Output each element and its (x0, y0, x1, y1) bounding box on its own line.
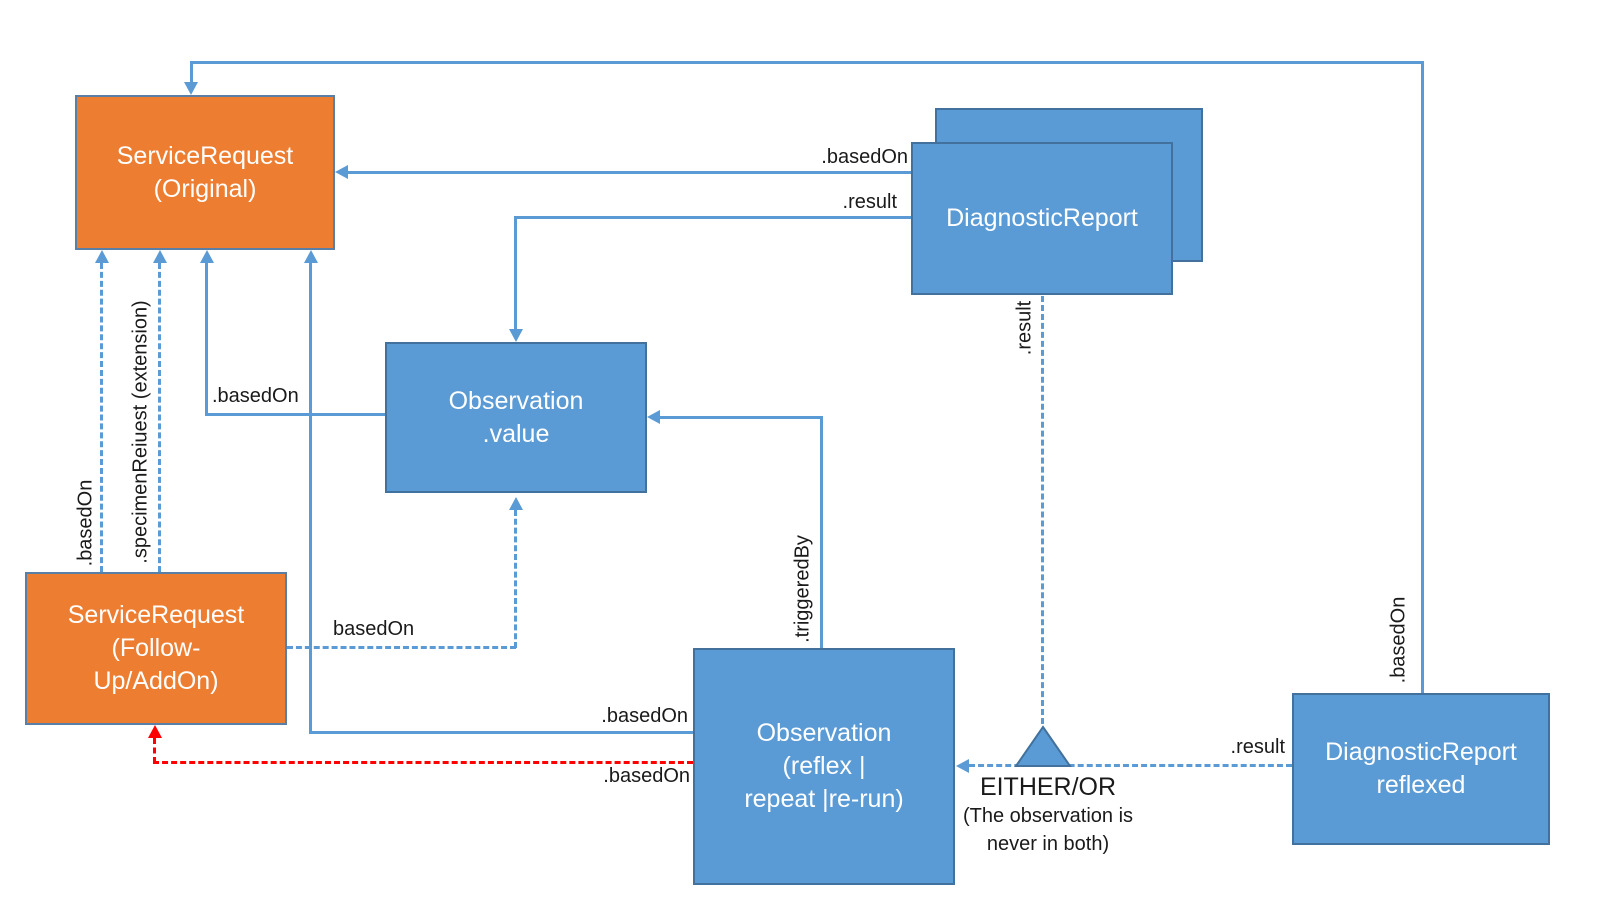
edge-label-basedon: basedOn (333, 618, 415, 640)
node-label: (reflex | (782, 752, 866, 780)
node-label: Observation (448, 386, 584, 415)
node-observation-value: Observation .value (385, 342, 647, 493)
arrowhead-obsvalue-into-original-bottom (200, 250, 214, 263)
node-diagnosticreport-reflexed: DiagnosticReport reflexed (1292, 693, 1550, 845)
node-observation-reflex: Observation (reflex | repeat |re-run) (693, 648, 955, 885)
either-or-title: EITHER/OR (979, 773, 1117, 801)
node-label: ServiceRequest (67, 601, 245, 629)
connector-followup-obsvalue-vertical (514, 510, 517, 648)
edge-label-basedon: .basedOn (212, 385, 299, 407)
arrowhead-red-into-followup-bottom (148, 725, 162, 738)
node-label: .value (482, 419, 550, 448)
connector-dr-result-horizontal (514, 216, 911, 219)
node-label: ServiceRequest (116, 141, 294, 170)
connector-obsvalue-basedon-vertical (205, 262, 208, 416)
edge-label-specimenrequest-vertical: .specimenReiuest (extension) (129, 300, 152, 564)
node-label: DiagnosticReport (946, 204, 1138, 232)
connector-reflexed-to-original-vertical (1421, 61, 1424, 693)
edge-label-result-vertical: .result (1013, 300, 1036, 356)
connector-dr-basedon (348, 171, 911, 174)
either-or-note-line2: never in both) (986, 833, 1110, 855)
edge-label-basedon-vertical-right: .basedOn (1387, 596, 1410, 684)
either-or-note-line1: (The observation is (962, 805, 1134, 827)
node-label: repeat |re-run) (744, 785, 904, 813)
edge-label-basedon: .basedOn (601, 705, 688, 727)
connector-obsvalue-basedon-horizontal (205, 413, 385, 416)
arrowhead-into-original-right (335, 165, 348, 179)
arrowhead-obsreflex-into-original-bottom (304, 250, 318, 263)
node-label: (Follow- (111, 634, 201, 662)
node-label: (Original) (153, 174, 257, 203)
node-label: Up/AddOn) (93, 667, 219, 695)
node-label: reflexed (1376, 771, 1466, 799)
arrowhead-into-obsreflex-right (956, 759, 969, 773)
node-servicerequest-original: ServiceRequest (Original) (75, 95, 335, 250)
connector-triggeredby-vertical (820, 416, 823, 648)
connector-obsreflex-basedon-vertical (309, 262, 312, 734)
connector-followup-obsvalue-horizontal (287, 646, 516, 649)
arrowhead-into-obsvalue-top (509, 329, 523, 342)
node-servicerequest-followup: ServiceRequest (Follow- Up/AddOn) (25, 572, 287, 725)
edge-label-basedon-vertical: .basedOn (74, 479, 97, 567)
edge-label-result: .result (1230, 736, 1285, 758)
connector-followup-basedon-dashed (100, 263, 103, 572)
node-diagnosticreport: DiagnosticReport (911, 142, 1173, 295)
connector-obsreflex-basedon-horizontal (309, 731, 693, 734)
arrowhead-into-original-top (184, 82, 198, 95)
arrowhead-into-obsvalue-bottom (509, 497, 523, 510)
arrowhead-followup-basedon (95, 250, 109, 263)
either-or-triangle-icon (1014, 725, 1072, 767)
connector-dr-result-vertical (514, 216, 517, 329)
connector-reflexed-result-horizontal (969, 764, 1292, 767)
edge-label-triggeredby-vertical: .triggeredBy (791, 535, 814, 643)
connector-reflexed-to-original-top (191, 61, 1424, 64)
connector-red-basedon-horizontal (153, 761, 693, 764)
connector-dr-result-to-triangle (1041, 296, 1044, 724)
arrowhead-into-obsvalue-right (647, 410, 660, 424)
arrowhead-followup-specimen (153, 250, 167, 263)
connector-reflexed-to-original-drop (190, 61, 193, 84)
node-label: Observation (756, 719, 892, 747)
edge-label-basedon: .basedOn (821, 146, 908, 168)
edge-label-basedon-red: .basedOn (603, 765, 690, 787)
connector-triggeredby-horizontal (660, 416, 823, 419)
edge-label-result: .result (842, 191, 897, 213)
connector-red-basedon-vertical (153, 738, 156, 763)
node-label: DiagnosticReport (1325, 738, 1517, 766)
connector-followup-specimen-dashed (158, 263, 161, 572)
either-or-annotation: EITHER/OR (The observation is never in b… (940, 772, 1156, 858)
